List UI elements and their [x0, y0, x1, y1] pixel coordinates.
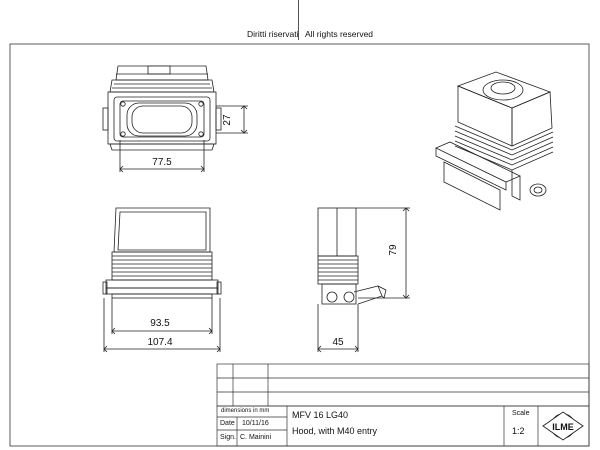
- sign-value: C. Mainini: [240, 434, 272, 441]
- date-label: Date: [220, 420, 235, 427]
- dim-end-height: 79: [388, 244, 399, 256]
- dim-side-outer-width: 107.4: [147, 337, 172, 348]
- end-view: [317, 207, 410, 353]
- dim-side-inner-width: 93.5: [150, 318, 170, 329]
- header-divider: [298, 0, 299, 40]
- date-value: 10/11/16: [242, 420, 269, 427]
- rights-reserved-italian: Diritti riservati: [247, 29, 299, 39]
- part-code: MFV 16 LG40: [292, 410, 349, 420]
- title-block: [216, 363, 590, 447]
- dim-front-width: 77.5: [152, 157, 172, 168]
- isometric-view: [435, 71, 554, 211]
- logo-text: ILME: [552, 422, 574, 432]
- dim-end-depth: 45: [332, 337, 344, 348]
- front-view: [102, 65, 248, 173]
- ilme-logo: ILME: [542, 411, 584, 441]
- side-view: [102, 207, 222, 353]
- dim-front-height: 27: [222, 114, 233, 126]
- scale-value: 1:2: [512, 426, 525, 436]
- scale-label: Scale: [512, 410, 530, 417]
- part-description: Hood, with M40 entry: [292, 426, 378, 436]
- sign-label: Sign.: [220, 434, 236, 441]
- rights-reserved-english: All rights reserved: [305, 29, 374, 39]
- units-note: dimensions in mm: [221, 408, 270, 414]
